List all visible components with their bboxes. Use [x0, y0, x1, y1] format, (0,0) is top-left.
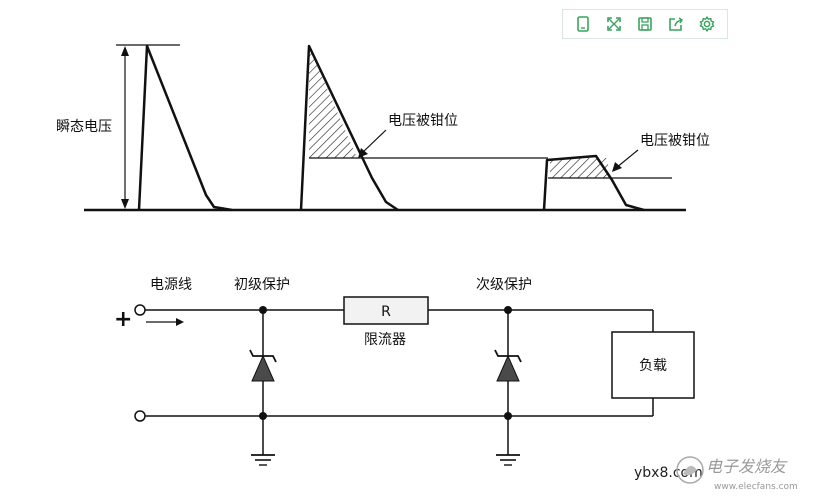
- clamp-label-2: 电压被钳位: [640, 133, 710, 149]
- resistor: [343, 296, 429, 325]
- image-toolbar: [562, 9, 728, 39]
- load-box: [611, 331, 695, 399]
- ground-icon: [496, 454, 520, 466]
- phone-view-icon: [576, 16, 589, 32]
- load-label: 负载: [639, 358, 667, 374]
- input-terminal-bottom: [134, 410, 146, 422]
- dimension-arrow-down: [121, 199, 129, 209]
- watermark-url: www.elecfans.com: [714, 482, 798, 492]
- current-arrow-head: [176, 318, 184, 326]
- watermark-site: ybx8.com: [634, 465, 703, 481]
- clamp-pointer-1: [361, 129, 387, 154]
- share-button[interactable]: [664, 12, 688, 36]
- clamped-pulse-3: [542, 154, 645, 212]
- clamp-label-1: 电压被钳位: [388, 113, 458, 129]
- watermark: ybx8.com 电子发烧友 www.elecfans.com: [634, 456, 798, 492]
- phone-view-button[interactable]: [571, 12, 595, 36]
- resistor-symbol: R: [381, 304, 391, 320]
- clamped-energy-area-2: [550, 158, 608, 178]
- save-icon: [638, 17, 652, 31]
- elecfans-logo-icon: [676, 456, 704, 484]
- clamp-pointer-2: [615, 149, 639, 169]
- secondary-tvs-diode: [494, 306, 522, 455]
- save-button[interactable]: [633, 12, 657, 36]
- fullscreen-button[interactable]: [602, 12, 626, 36]
- transient-pulse-1: [137, 44, 233, 212]
- settings-icon: [700, 16, 715, 32]
- primary-protection-label: 初级保护: [234, 276, 290, 293]
- clamp-pointer-2-head: [612, 162, 622, 172]
- power-line-label: 电源线: [150, 277, 192, 293]
- settings-button[interactable]: [695, 12, 719, 36]
- ground-icon: [251, 454, 275, 466]
- current-limiter-label: 限流器: [364, 332, 406, 348]
- fullscreen-icon: [606, 17, 621, 31]
- clamp-pointer-1-head: [358, 148, 368, 158]
- transient-pulse-2: [299, 44, 399, 212]
- secondary-protection-label: 次级保护: [476, 277, 532, 293]
- watermark-brand: 电子发烧友: [706, 457, 788, 476]
- plus-sign: +: [114, 307, 132, 332]
- share-icon: [669, 17, 684, 31]
- primary-tvs-diode: [249, 306, 277, 455]
- dimension-arrow-up: [121, 46, 129, 56]
- input-terminal-top: [134, 304, 146, 316]
- transient-voltage-label: 瞬态电压: [56, 119, 112, 135]
